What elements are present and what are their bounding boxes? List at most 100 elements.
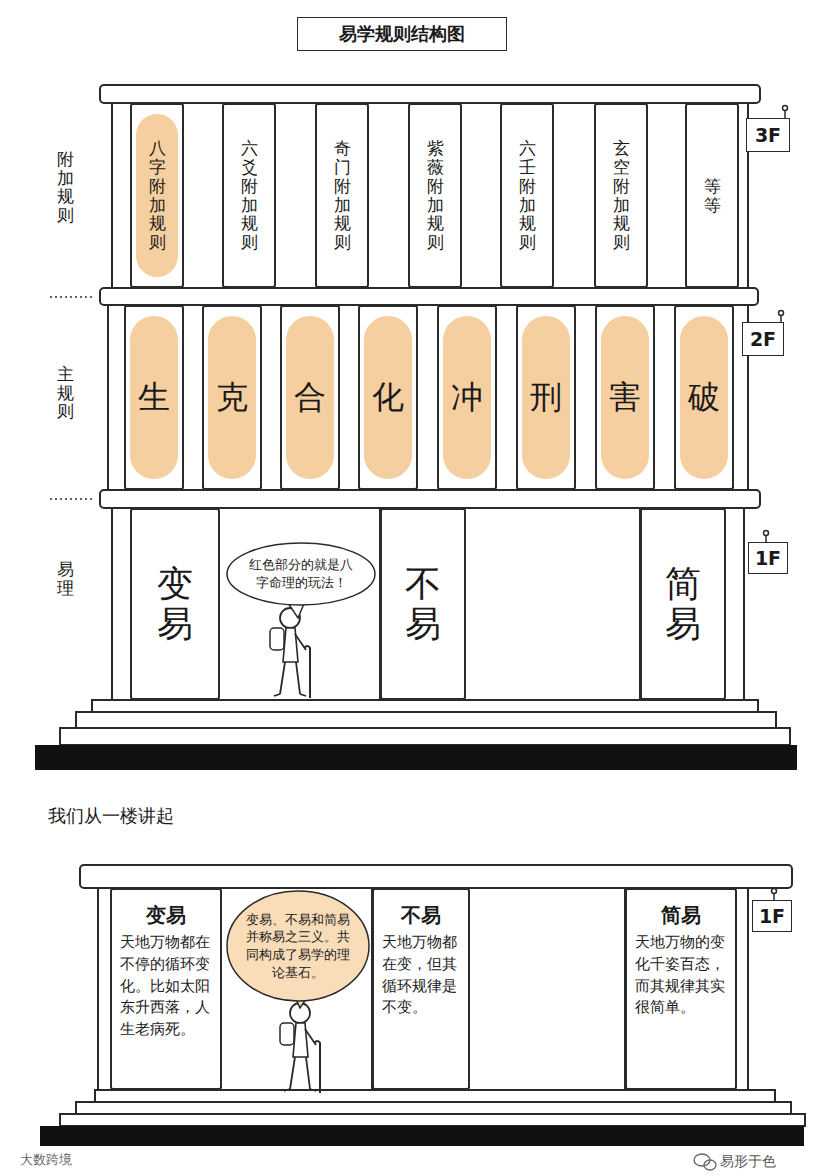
backpack (280, 1023, 294, 1045)
body (293, 1023, 308, 1057)
old-man-figure (270, 608, 310, 698)
highlight: 化 (364, 316, 412, 479)
highlight: 克 (208, 316, 256, 479)
pillar-label: 不易 (405, 564, 441, 643)
roof-beam (80, 865, 792, 888)
pillar: 不易 (380, 508, 466, 700)
pillar: 生 (124, 305, 184, 490)
step (95, 1090, 775, 1102)
pillar-label: 紫薇附加规则 (427, 139, 444, 251)
floor-wall (112, 103, 748, 288)
pillar: 简易天地万物的变化千姿百态，而其规律其实很简单。 (625, 888, 737, 1090)
roof-beam (100, 85, 760, 103)
floor-label: 主规则 (57, 365, 74, 421)
highlight: 害 (601, 316, 649, 479)
pillar-label: 六爻附加规则 (241, 139, 258, 251)
pillar: 变易天地万物都在不停的循环变化。比如太阳东升西落，人生老病死。 (110, 888, 222, 1090)
cane (304, 646, 310, 698)
pillar-label: 破 (688, 380, 720, 415)
pillar-label: 奇门附加规则 (334, 139, 351, 251)
pillar: 破 (674, 305, 734, 490)
pillar: 玄空附加规则 (594, 103, 648, 288)
highlight: 破 (680, 316, 728, 479)
title-box: 易学规则结构图 (297, 17, 507, 51)
highlight: 合 (286, 316, 334, 479)
pillar-label: 简易 (665, 564, 701, 643)
cane (314, 1041, 320, 1093)
dotted-separator (50, 296, 92, 298)
diagram-title: 易学规则结构图 (339, 22, 465, 46)
step (76, 1102, 791, 1114)
pillar: 冲 (437, 305, 497, 490)
speech-text: 变易、不易和简易并称易之三义。共同构成了易学的理论基石。 (244, 911, 352, 981)
pillar-label: 合 (294, 380, 326, 415)
pillar: 化 (358, 305, 418, 490)
floor-wall (98, 888, 748, 1090)
pillar: 等等 (685, 103, 739, 288)
speech-text: 红色部分的就是八字命理的玩法！ (244, 556, 358, 591)
pillar: 不易天地万物都在变，但其循环规律是不变。 (372, 888, 470, 1090)
bubble-oval (227, 543, 375, 605)
pillar-body: 天地万物都在变，但其循环规律是不变。 (382, 932, 460, 1019)
bubble-outline (226, 890, 370, 1002)
flag-pin (772, 889, 777, 894)
floor-beam (100, 490, 760, 508)
pillar-label: 克 (216, 380, 248, 415)
floor-flag: 1F (748, 542, 788, 574)
section-heading: 我们从一楼讲起 (48, 804, 174, 827)
floor-number: 1F (759, 904, 785, 929)
highlight: 生 (130, 316, 178, 479)
pillar-label: 八字附加规则 (149, 139, 166, 251)
pillar-heading: 不易 (401, 902, 441, 928)
body (283, 628, 298, 662)
floor-number: 2F (750, 327, 776, 352)
highlight: 八字附加规则 (136, 114, 178, 277)
pillar-heading: 简易 (661, 902, 701, 928)
pillar: 紫薇附加规则 (408, 103, 462, 288)
speech-bubble: 红色部分的就是八字命理的玩法！ (226, 542, 376, 606)
floor-flag: 1F (752, 900, 792, 932)
pillar-body: 天地万物都在不停的循环变化。比如太阳东升西落，人生老病死。 (120, 932, 212, 1041)
floor-flag: 3F (746, 118, 790, 152)
bubble-oval (227, 891, 369, 1001)
pillar: 六爻附加规则 (222, 103, 276, 288)
watermark: 大数跨境 (20, 1152, 72, 1169)
pillar-label: 生 (138, 380, 170, 415)
highlight: 冲 (443, 316, 491, 479)
pillar-label: 刑 (530, 380, 562, 415)
step (60, 1114, 805, 1126)
backpack (270, 628, 284, 650)
pillar: 合 (280, 305, 340, 490)
floor-number: 1F (755, 546, 781, 571)
pillar: 刑 (516, 305, 576, 490)
pillar-label: 变易 (157, 564, 193, 643)
legs (274, 662, 306, 696)
flag-pin (783, 106, 788, 111)
pillar-label: 化 (372, 380, 404, 415)
pillar-label: 玄空附加规则 (613, 139, 630, 251)
speech-bubble: 变易、不易和简易并称易之三义。共同构成了易学的理论基石。 (226, 890, 370, 1002)
floor-beam (100, 288, 758, 305)
step (76, 712, 776, 728)
legs (284, 1057, 316, 1091)
floor-wall (108, 305, 748, 490)
floor-label: 易理 (57, 560, 74, 597)
ground-base (35, 745, 797, 770)
pillar: 害 (595, 305, 655, 490)
pillar-label: 等等 (704, 177, 721, 214)
floor-number: 3F (755, 123, 781, 148)
ground-base (40, 1126, 804, 1146)
old-man-figure (280, 1003, 320, 1093)
pillar-body: 天地万物的变化千姿百态，而其规律其实很简单。 (635, 932, 727, 1019)
watermark: 易形于色 (720, 1152, 776, 1170)
floor-flag: 2F (742, 322, 784, 356)
step (92, 700, 758, 712)
watermark-icon (694, 1154, 716, 1170)
dotted-separator (50, 498, 92, 500)
pillar-label: 害 (609, 380, 641, 415)
pillar-label: 冲 (451, 380, 483, 415)
pillar: 简易 (640, 508, 726, 700)
floor-wall (112, 508, 744, 700)
bubble-outline (226, 542, 376, 606)
pillar: 变易 (130, 508, 220, 700)
